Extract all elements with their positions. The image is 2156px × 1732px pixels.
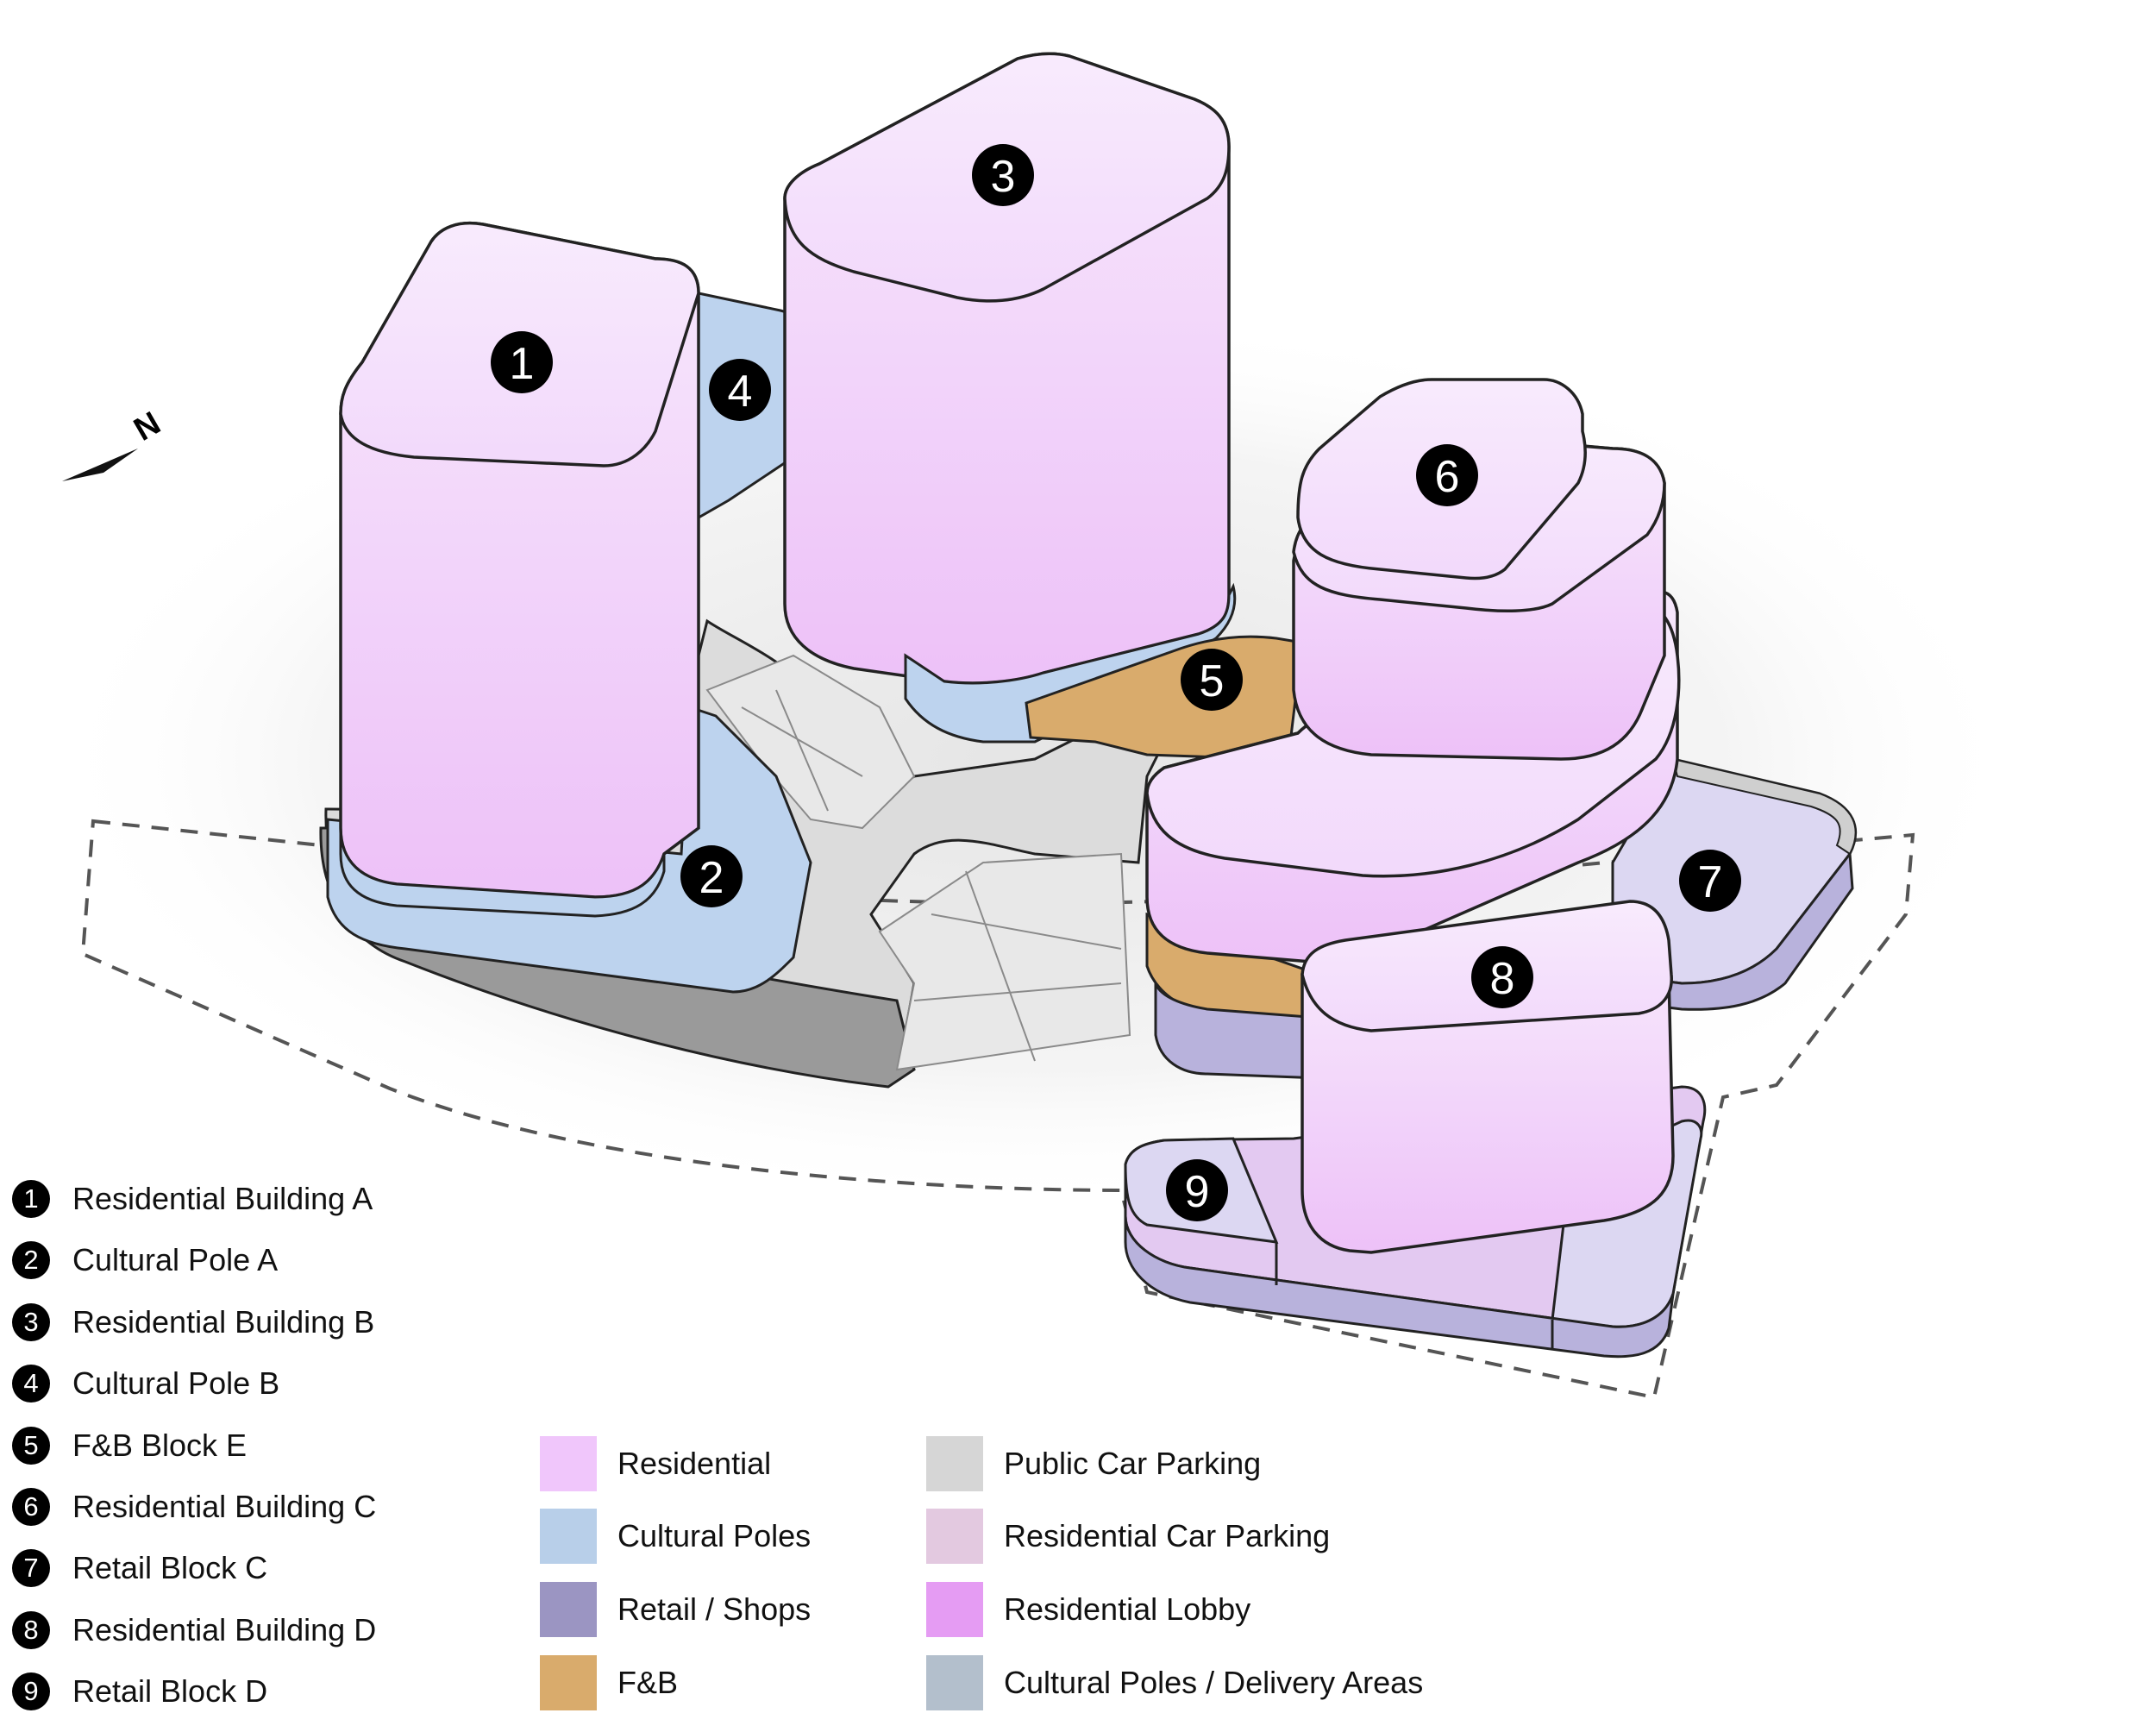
legend-swatch	[926, 1509, 983, 1564]
legend-swatch	[540, 1436, 597, 1491]
badge-4: 4	[709, 359, 771, 421]
legend-item: Cultural Poles / Delivery Areas	[926, 1655, 1423, 1710]
key-item: 1 Residential Building A	[12, 1177, 373, 1221]
svg-text:2: 2	[699, 853, 724, 903]
svg-text:4: 4	[728, 367, 753, 417]
legend-label: Residential	[617, 1446, 772, 1481]
key-badge: 4	[12, 1365, 50, 1403]
key-label: Cultural Pole A	[72, 1242, 279, 1277]
legend-item: Cultural Poles	[540, 1509, 811, 1564]
residential-building-a	[339, 222, 700, 918]
legend-label: Residential Lobby	[1004, 1591, 1251, 1627]
legend-item: Residential Car Parking	[926, 1509, 1330, 1564]
legend-item: Public Car Parking	[926, 1436, 1261, 1491]
key-item: 3 Residential Building B	[12, 1301, 374, 1344]
svg-text:5: 5	[1200, 656, 1225, 706]
key-item: 4 Cultural Pole B	[12, 1362, 279, 1405]
key-label: F&B Block E	[72, 1428, 248, 1463]
plaza-ramps	[705, 654, 1131, 1071]
legend-swatch	[926, 1436, 983, 1491]
legend-label: Retail / Shops	[617, 1591, 812, 1627]
key-label: Retail Block D	[72, 1673, 268, 1709]
svg-text:1: 1	[510, 339, 535, 389]
badge-3: 3	[972, 144, 1034, 206]
key-label: Residential Building D	[72, 1612, 377, 1647]
legend-label: Residential Car Parking	[1004, 1518, 1331, 1553]
key-item: 9 Retail Block D	[12, 1670, 267, 1713]
key-label: Retail Block C	[72, 1550, 268, 1585]
svg-text:N: N	[128, 405, 167, 449]
legend-swatch	[926, 1582, 983, 1637]
key-item: 2 Cultural Pole A	[12, 1239, 278, 1282]
key-label: Residential Building C	[72, 1489, 377, 1524]
key-badge: 2	[12, 1241, 50, 1279]
key-item: 5 F&B Block E	[12, 1424, 247, 1467]
badge-9: 9	[1166, 1159, 1228, 1221]
svg-text:7: 7	[1698, 857, 1723, 907]
badge-7: 7	[1679, 850, 1741, 912]
key-label: Cultural Pole B	[72, 1365, 280, 1401]
legend-label: Public Car Parking	[1004, 1446, 1262, 1481]
key-item: 8 Residential Building D	[12, 1609, 376, 1652]
north-arrow-icon: N	[62, 405, 166, 481]
badge-2: 2	[680, 845, 743, 907]
badge-6: 6	[1416, 444, 1478, 506]
legend-label: F&B	[617, 1665, 679, 1700]
key-label: Residential Building A	[72, 1181, 373, 1216]
svg-text:8: 8	[1490, 954, 1515, 1004]
retail-block-c-side	[1611, 850, 1854, 1011]
key-item: 6 Residential Building C	[12, 1485, 376, 1528]
retail-c-parking-edge	[1671, 757, 1857, 856]
svg-text:3: 3	[991, 152, 1016, 202]
badge-1: 1	[491, 331, 553, 393]
legend-swatch	[540, 1655, 597, 1710]
legend-item: Retail / Shops	[540, 1582, 811, 1637]
key-badge: 9	[12, 1672, 50, 1710]
legend-item: Residential Lobby	[926, 1582, 1250, 1637]
legend-swatch	[540, 1582, 597, 1637]
key-label: Residential Building B	[72, 1304, 375, 1340]
legend-item: Residential	[540, 1436, 771, 1491]
key-badge: 8	[12, 1611, 50, 1649]
residential-building-c	[1145, 378, 1681, 966]
key-badge: 1	[12, 1180, 50, 1218]
legend-swatch	[926, 1655, 983, 1710]
key-badge: 5	[12, 1427, 50, 1465]
key-badge: 7	[12, 1549, 50, 1587]
legend-label: Cultural Poles / Delivery Areas	[1004, 1665, 1424, 1700]
badge-5: 5	[1181, 649, 1243, 711]
badge-8: 8	[1471, 946, 1533, 1008]
legend-swatch	[540, 1509, 597, 1564]
key-item: 7 Retail Block C	[12, 1547, 267, 1590]
key-badge: 3	[12, 1303, 50, 1341]
svg-text:9: 9	[1185, 1167, 1210, 1217]
legend-item: F&B	[540, 1655, 678, 1710]
legend-label: Cultural Poles	[617, 1518, 812, 1553]
svg-text:6: 6	[1435, 452, 1460, 502]
retail-podium-c-lower	[1154, 982, 1321, 1080]
key-badge: 6	[12, 1488, 50, 1526]
